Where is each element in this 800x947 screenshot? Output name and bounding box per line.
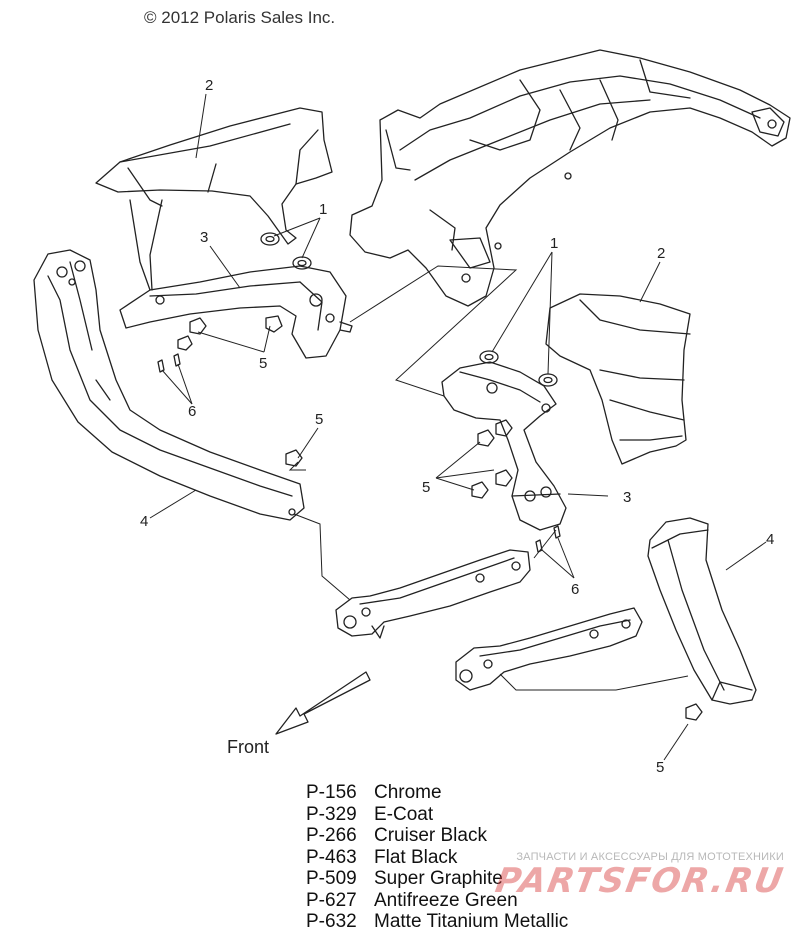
callout-6-left: 6 bbox=[188, 403, 196, 420]
callout-3-right: 3 bbox=[623, 489, 631, 506]
left-upper-cover-part bbox=[95, 107, 333, 291]
callout-5-bottom: 5 bbox=[656, 759, 664, 776]
left-bracket-part bbox=[119, 265, 353, 359]
paint-code-legend: P-156 Chrome P-329 E-Coat P-266 Cruiser Bla… bbox=[306, 782, 568, 933]
callout-labels: 1 2 3 4 5 6 5 1 2 3 4 5 6 5 bbox=[140, 77, 774, 776]
right-fasteners-part bbox=[471, 419, 703, 721]
right-upper-cover-part bbox=[545, 293, 691, 465]
legend-color-name: Super Graphite bbox=[374, 868, 503, 889]
callout-6-right: 6 bbox=[571, 581, 579, 598]
legend-color-name: Chrome bbox=[374, 782, 442, 803]
legend-color-name: Matte Titanium Metallic bbox=[374, 911, 569, 932]
right-bracket-part bbox=[441, 361, 567, 531]
left-grommets-part bbox=[260, 232, 312, 270]
legend-code: P-632 bbox=[306, 911, 357, 932]
legend-code: P-509 bbox=[306, 868, 357, 889]
watermark-subtitle: ЗАПЧАСТИ И АКСЕССУАРЫ ДЛЯ МОТОТЕХНИКИ bbox=[516, 851, 784, 863]
callout-5-mid: 5 bbox=[315, 411, 323, 428]
frame-part bbox=[349, 49, 791, 307]
callout-1-left: 1 bbox=[319, 201, 327, 218]
legend-row: P-509 Super Graphite bbox=[306, 868, 568, 890]
legend-row: P-329 E-Coat bbox=[306, 804, 568, 826]
callout-1-right: 1 bbox=[550, 235, 558, 252]
left-fasteners-part bbox=[157, 315, 303, 467]
leader-lines bbox=[149, 93, 767, 761]
callout-3-left: 3 bbox=[200, 229, 208, 246]
legend-row: P-627 Antifreeze Green bbox=[306, 890, 568, 912]
callout-2-left: 2 bbox=[205, 77, 213, 94]
legend-code: P-329 bbox=[306, 803, 357, 825]
legend-code: P-156 bbox=[306, 782, 357, 803]
callout-4-right: 4 bbox=[766, 531, 774, 548]
left-side-panel-part bbox=[33, 249, 305, 521]
right-footrest-bracket-part bbox=[455, 607, 643, 691]
legend-color-name: Antifreeze Green bbox=[374, 889, 518, 911]
legend-row: P-266 Cruiser Black bbox=[306, 825, 568, 847]
legend-color-name: Flat Black bbox=[374, 846, 458, 868]
left-footrest-bracket-part bbox=[335, 549, 531, 639]
copyright-notice: © 2012 Polaris Sales Inc. bbox=[144, 8, 336, 27]
front-label: Front bbox=[227, 737, 270, 757]
legend-code: P-463 bbox=[306, 846, 357, 868]
legend-row: P-156 Chrome bbox=[306, 782, 568, 804]
legend-row: P-463 Flat Black bbox=[306, 847, 568, 869]
right-side-panel-part bbox=[647, 517, 757, 705]
callout-5-left: 5 bbox=[259, 355, 267, 372]
legend-row: P-632 Matte Titanium Metallic bbox=[306, 911, 568, 933]
legend-code: P-266 bbox=[306, 825, 357, 846]
callout-2-right: 2 bbox=[657, 245, 665, 262]
watermark: ЗАПЧАСТИ И АКСЕССУАРЫ ДЛЯ МОТОТЕХНИКИ PA… bbox=[484, 851, 787, 901]
callout-4-left: 4 bbox=[140, 513, 148, 530]
callout-5-right: 5 bbox=[422, 479, 430, 496]
watermark-logo: PARTSFOR.RU bbox=[492, 861, 788, 901]
legend-color-name: E-Coat bbox=[374, 803, 434, 825]
legend-code: P-627 bbox=[306, 889, 357, 911]
front-direction-arrow bbox=[275, 671, 371, 735]
legend-color-name: Cruiser Black bbox=[374, 825, 487, 846]
